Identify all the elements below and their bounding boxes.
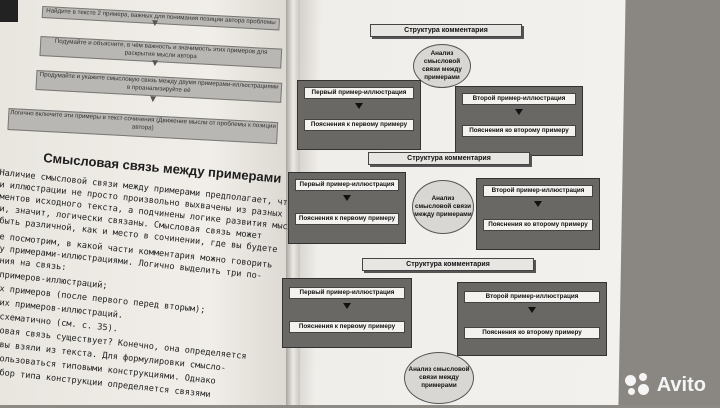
first-example-panel: Первый пример-иллюстрация Пояснения к пе… xyxy=(288,172,406,244)
first-example-label: Первый пример-иллюстрация xyxy=(289,287,405,299)
down-arrow-icon xyxy=(343,195,351,201)
avito-logo-icon xyxy=(624,373,651,397)
diagram-title: Структура комментария xyxy=(368,152,530,165)
down-arrow-icon xyxy=(343,303,351,309)
diagram-title: Структура комментария xyxy=(362,258,534,271)
first-example-panel: Первый пример-иллюстрация Пояснения к пе… xyxy=(297,80,421,150)
first-example-panel: Первый пример-иллюстрация Пояснения к пе… xyxy=(282,278,412,348)
first-example-label: Первый пример-иллюстрация xyxy=(295,179,399,191)
page-tab-marker xyxy=(0,0,18,22)
down-arrow-icon xyxy=(355,103,363,109)
first-explanation-label: Пояснения к первому примеру xyxy=(304,119,414,131)
down-arrow-icon xyxy=(534,201,542,207)
down-arrow-icon xyxy=(515,109,523,115)
first-explanation-label: Пояснения к первому примеру xyxy=(295,213,399,225)
second-example-label: Второй пример-иллюстрация xyxy=(462,93,576,105)
diagram-title: Структура комментария xyxy=(370,24,522,37)
second-explanation-label: Пояснения ко второму примеру xyxy=(483,219,593,231)
avito-watermark: Avito xyxy=(624,373,706,397)
second-example-panel: Второй пример-иллюстрация Пояснения ко в… xyxy=(476,178,600,250)
first-explanation-label: Пояснения к первому примеру xyxy=(289,321,405,333)
down-arrow-icon xyxy=(528,307,536,313)
down-arrow-icon: ▼ xyxy=(147,93,159,106)
second-explanation-label: Пояснения ко второму примеру xyxy=(462,125,576,137)
down-arrow-icon: ▼ xyxy=(149,17,161,30)
left-page xyxy=(0,0,300,405)
analysis-circle: Анализ смысловой связи между примерами xyxy=(412,180,474,234)
second-example-panel: Второй пример-иллюстрация Пояснения ко в… xyxy=(457,282,607,356)
watermark-text: Avito xyxy=(656,373,706,396)
second-example-label: Второй пример-иллюстрация xyxy=(464,291,600,303)
table-surface xyxy=(615,0,720,405)
second-example-label: Второй пример-иллюстрация xyxy=(483,185,593,197)
analysis-circle: Анализ смысловой связи между примерами xyxy=(404,352,474,404)
analysis-circle: Анализ смысловой связи между примерами xyxy=(413,44,471,88)
second-explanation-label: Пояснения ко второму примеру xyxy=(464,327,600,339)
down-arrow-icon: ▼ xyxy=(149,57,161,70)
second-example-panel: Второй пример-иллюстрация Пояснения ко в… xyxy=(455,86,583,156)
first-example-label: Первый пример-иллюстрация xyxy=(304,87,414,99)
